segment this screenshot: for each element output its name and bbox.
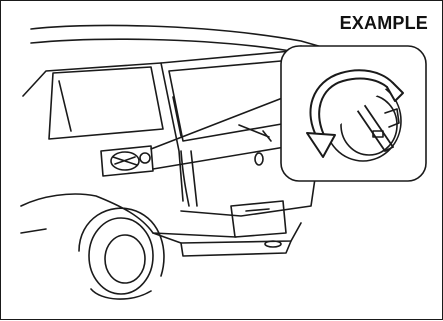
rear-wheel	[79, 208, 164, 299]
detail-view	[281, 46, 426, 181]
fuel-door	[101, 146, 153, 176]
car-windows	[49, 61, 299, 165]
